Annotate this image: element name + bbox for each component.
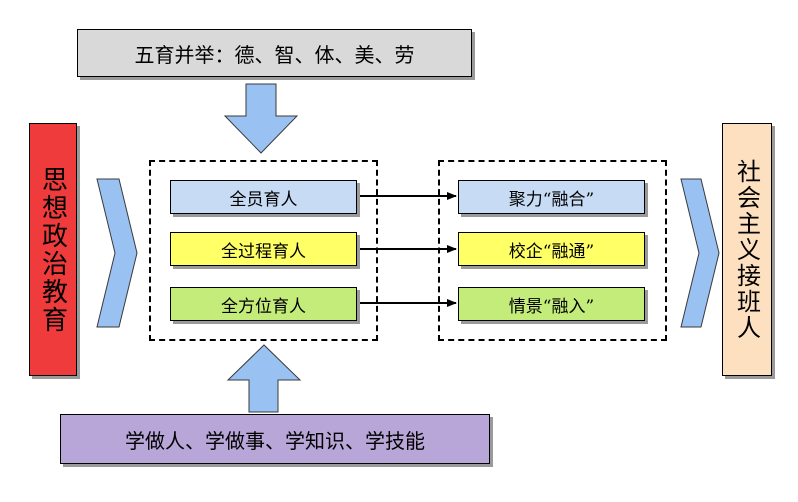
left-item-1-label: 全员育人 (229, 189, 298, 210)
bottom-banner: 学做人、学做事、学知识、学技能 (60, 414, 490, 464)
right-item-2-label: 校企“融通” (508, 241, 595, 262)
left-item-2-label: 全过程育人 (221, 241, 306, 262)
bottom-banner-text: 学做人、学做事、学知识、学技能 (125, 428, 425, 453)
left-vertical-label: 思想政治教育 (29, 123, 77, 376)
left-dashed-group (149, 160, 378, 341)
right-item-3: 情景“融入” (458, 287, 645, 321)
left-item-3: 全方位育人 (170, 287, 357, 321)
top-banner: 五育并举：德、智、体、美、劳 (77, 29, 472, 77)
left-item-1: 全员育人 (170, 180, 357, 214)
right-item-1-label: 聚力“融合” (508, 189, 595, 210)
right-vertical-label-text: 社会主义接班人 (732, 158, 761, 341)
left-chevron-arrow (96, 178, 138, 328)
right-vertical-label: 社会主义接班人 (722, 123, 772, 376)
left-vertical-label-text: 思想政治教育 (37, 165, 68, 334)
right-item-1: 聚力“融合” (458, 180, 645, 214)
down-block-arrow (223, 83, 299, 154)
right-item-3-label: 情景“融入” (508, 296, 595, 317)
up-block-arrow (226, 344, 302, 413)
left-item-3-label: 全方位育人 (221, 296, 306, 317)
right-dashed-group (438, 160, 667, 341)
right-chevron-arrow (680, 178, 720, 328)
top-banner-text: 五育并举：德、智、体、美、劳 (134, 42, 415, 67)
left-item-2: 全过程育人 (170, 232, 357, 266)
right-item-2: 校企“融通” (458, 232, 645, 266)
